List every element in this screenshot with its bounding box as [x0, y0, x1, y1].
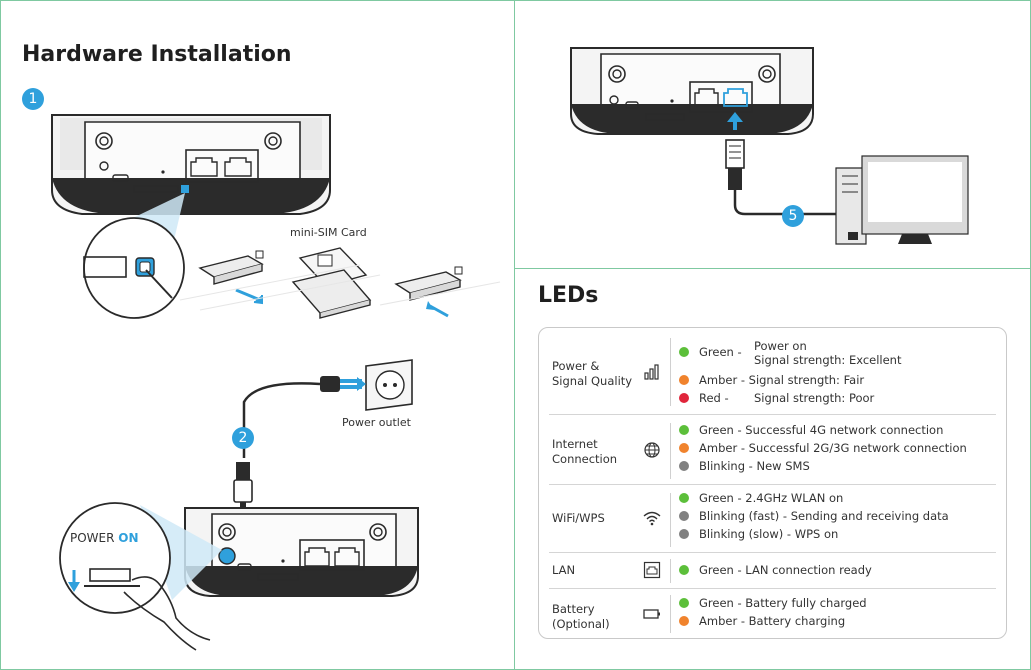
led-row-name: Battery(Optional) — [552, 602, 610, 631]
mini-sim-card-label: mini-SIM Card — [290, 226, 367, 239]
led-item-desc: Signal strength: Poor — [754, 391, 875, 405]
power-on-label: POWER ON — [70, 531, 139, 545]
led-item: Amber - Battery charging — [679, 614, 845, 630]
led-item: Blinking - New SMS — [679, 459, 810, 475]
led-item: Amber - Successful 2G/3G network connect… — [679, 441, 967, 457]
led-item: Green - 2.4GHz WLAN on — [679, 491, 843, 507]
led-row-wifi: WiFi/WPS Green - 2.4GHz WLAN on Blinking… — [539, 485, 1006, 553]
leds-title: LEDs — [538, 283, 599, 308]
wifi-icon — [643, 511, 661, 526]
led-item: Blinking (fast) - Sending and receiving … — [679, 509, 949, 525]
power-outlet-label: Power outlet — [342, 416, 411, 429]
led-row-battery: Battery(Optional) Green - Battery fully … — [539, 589, 1006, 639]
led-item: Green - Successful 4G network connection — [679, 423, 943, 439]
signal-bars-icon — [644, 364, 659, 380]
led-item: Blinking (slow) - WPS on — [679, 527, 838, 543]
led-item: Green - LAN connection ready — [679, 563, 872, 579]
led-item: Green - Battery fully charged — [679, 596, 867, 612]
step-5-badge: 5 — [782, 205, 804, 227]
led-row-name: Power &Signal Quality — [552, 359, 633, 388]
led-item: Red - — [679, 391, 729, 407]
vertical-divider — [514, 0, 515, 670]
step-2-power-illustration — [59, 359, 419, 651]
step-1-router-illustration — [51, 114, 501, 319]
battery-icon — [643, 609, 660, 619]
led-row-name: WiFi/WPS — [552, 511, 605, 525]
hardware-installation-title: Hardware Installation — [22, 42, 292, 67]
horizontal-divider — [515, 268, 1031, 269]
led-row-lan: LAN Green - LAN connection ready — [539, 553, 1006, 589]
step-2-badge: 2 — [232, 427, 254, 449]
step-1-badge: 1 — [22, 88, 44, 110]
led-row-name: LAN — [552, 563, 576, 577]
led-item: Amber - Signal strength: Fair — [679, 373, 864, 389]
globe-icon — [644, 442, 660, 458]
lan-port-icon — [643, 561, 661, 579]
led-item: Green - — [679, 345, 742, 361]
